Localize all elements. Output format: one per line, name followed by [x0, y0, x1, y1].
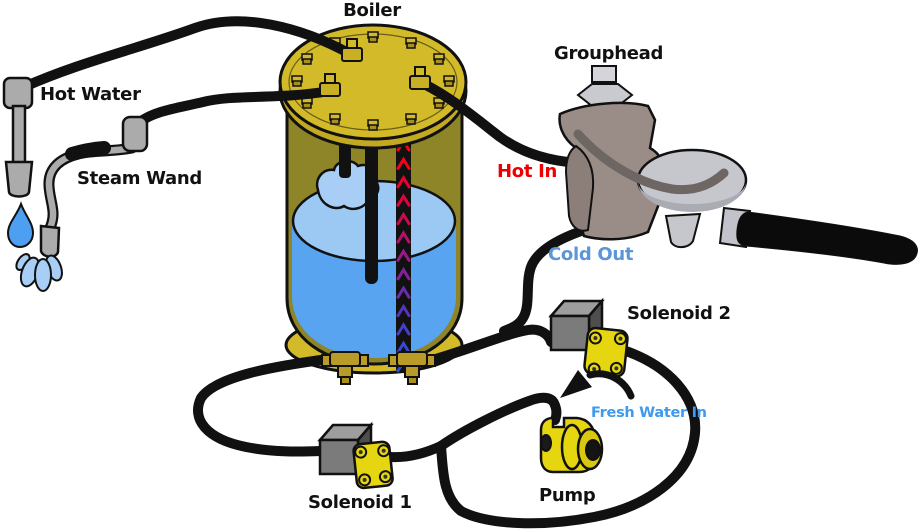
- bottom-fitting-left: [321, 351, 369, 385]
- hose-cold-out: [499, 221, 602, 336]
- label-steam-wand: Steam Wand: [77, 168, 203, 189]
- portafilter-rim-shadow: [638, 182, 746, 212]
- heat-arrow-chevron: [396, 285, 411, 299]
- heat-arrow-chevron: [396, 266, 411, 281]
- heat-arrow-chevron: [396, 174, 411, 189]
- heat-arrow-chevron: [396, 211, 411, 226]
- label-hot-water: Hot Water: [40, 84, 141, 105]
- label-grouphead: Grouphead: [554, 43, 664, 64]
- hose-boiler-to-solenoid2: [424, 324, 556, 366]
- label-solenoid-1: Solenoid 1: [308, 492, 412, 513]
- hose-to-pump-inlet: [436, 392, 562, 451]
- pump: [539, 416, 604, 474]
- heat-arrow-chevron: [396, 248, 411, 262]
- grouphead-flow-swoosh: [573, 129, 729, 195]
- boiler-lid-bolts: [291, 31, 455, 131]
- solenoid-1: [317, 421, 394, 490]
- hoses: [19, 16, 701, 529]
- grouphead-top-nut: [576, 65, 634, 107]
- label-cold-out: Cold Out: [548, 244, 634, 265]
- heat-arrow-chevron: [396, 156, 411, 170]
- pump-port-hole: [585, 439, 601, 461]
- hose-steam: [135, 86, 335, 127]
- grouphead-front-fin: [564, 144, 595, 232]
- solenoid-2: [548, 297, 629, 378]
- steam-puffs-icon: [15, 253, 63, 292]
- heat-arrow-chevron: [396, 303, 411, 318]
- hose-loop-to-solenoid2: [436, 345, 701, 529]
- heat-arrow-chevron: [396, 322, 411, 336]
- fresh-water-arrow-icon: [560, 370, 635, 400]
- hose-hot-water: [19, 16, 357, 92]
- boiler-lid-fittings: [319, 38, 431, 97]
- pump-left-port: [540, 434, 552, 452]
- hot-water-wand-nozzle: [4, 160, 34, 198]
- lid-fitting-hot-in: [409, 66, 431, 90]
- portafilter-handle: [736, 211, 918, 265]
- grouphead-assembly: [558, 65, 918, 265]
- hose-solenoid1-out: [386, 441, 446, 463]
- label-hot-in: Hot In: [497, 161, 558, 182]
- heat-arrow-chevron: [396, 230, 411, 244]
- portafilter-spout-cup: [664, 212, 702, 249]
- hose-hot-in: [419, 79, 583, 168]
- label-solenoid-2: Solenoid 2: [627, 303, 731, 324]
- label-boiler: Boiler: [343, 0, 401, 21]
- solenoid2-valve: [583, 326, 629, 378]
- water-dip-tube: [365, 120, 378, 284]
- solenoid1-box-front: [318, 438, 360, 476]
- hot-water-wand-tube: [11, 104, 27, 166]
- lid-fitting-steam: [341, 38, 363, 62]
- heat-arrow-chevron: [396, 340, 411, 354]
- hot-water-wand: [2, 76, 35, 249]
- label-pump: Pump: [539, 485, 596, 506]
- bottom-fitting-right: [388, 351, 436, 385]
- heat-arrow-chevron: [396, 193, 411, 207]
- water-drop-icon: [6, 201, 35, 249]
- solenoid2-box-front: [549, 314, 591, 352]
- label-fresh-water-in: Fresh Water In: [591, 405, 707, 421]
- hose-boiler-to-solenoid1: [193, 354, 333, 457]
- steam-wand-fitting: [121, 115, 149, 153]
- boiler-bottom-fittings: [321, 351, 436, 385]
- steam-wand: [15, 115, 149, 292]
- solenoid1-valve: [352, 440, 394, 490]
- steam-wand-nozzle: [39, 224, 61, 258]
- steam-wand-grip-band: [65, 141, 111, 161]
- boiler-vessel: [278, 23, 468, 375]
- lid-fitting-hotwater: [319, 73, 341, 97]
- hot-water-wand-fitting: [2, 76, 34, 110]
